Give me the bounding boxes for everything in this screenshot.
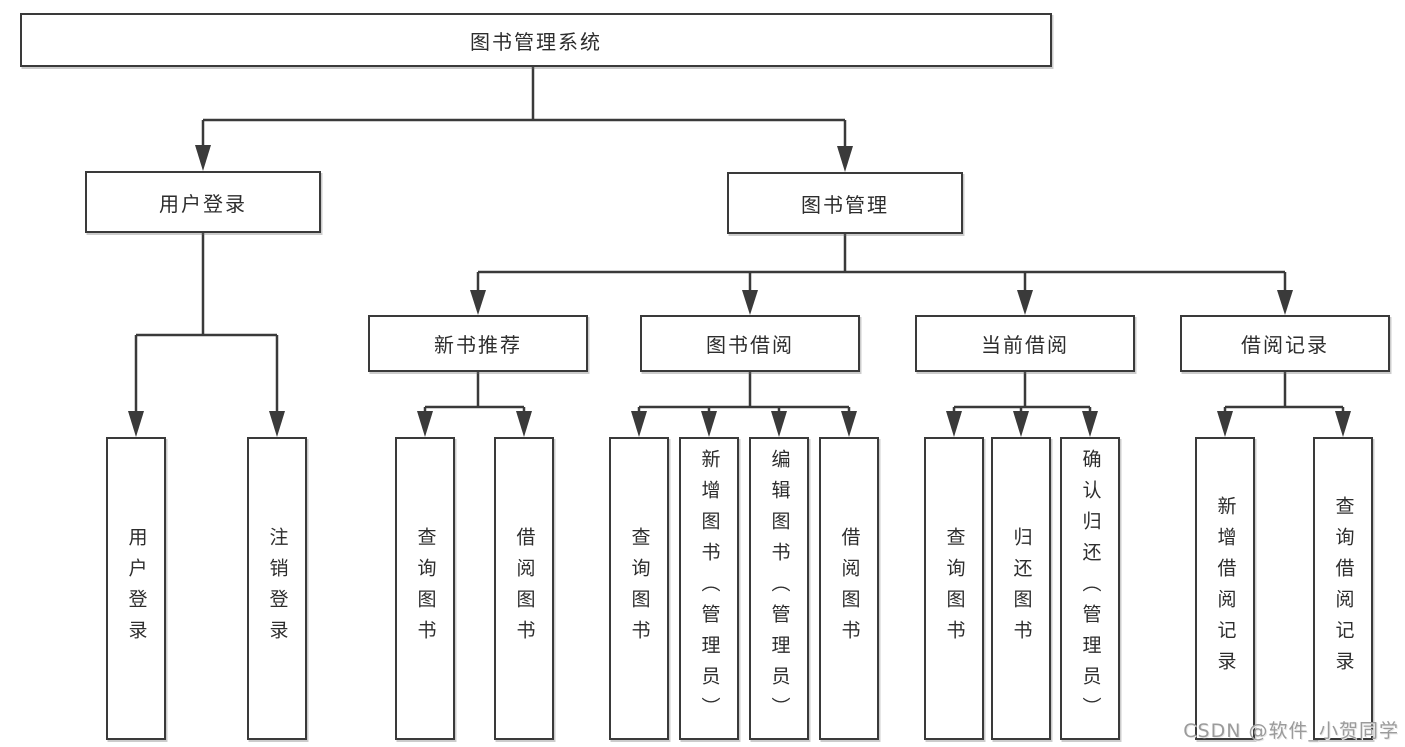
leaf-logout: 注销登录 (247, 437, 307, 740)
leaf-confirm-return-admin: 确认归还（管理员） (1060, 437, 1120, 740)
node-book-borrow: 图书借阅 (640, 315, 860, 372)
leaf-user-login: 用户登录 (106, 437, 166, 740)
node-current-borrow: 当前借阅 (915, 315, 1135, 372)
leaf-add-book-admin: 新增图书（管理员） (679, 437, 739, 740)
node-root-system: 图书管理系统 (20, 13, 1052, 67)
node-user-login: 用户登录 (85, 171, 321, 233)
leaf-borrow-book-2: 借阅图书 (819, 437, 879, 740)
leaf-query-book-1: 查询图书 (395, 437, 455, 740)
node-new-book-recommend: 新书推荐 (368, 315, 588, 372)
leaf-return-book: 归还图书 (991, 437, 1051, 740)
csdn-watermark: CSDN @软件_小贺同学 (1183, 720, 1399, 742)
leaf-add-borrow-record: 新增借阅记录 (1195, 437, 1255, 740)
leaf-query-book-2: 查询图书 (609, 437, 669, 740)
node-borrow-records: 借阅记录 (1180, 315, 1390, 372)
leaf-borrow-book-1: 借阅图书 (494, 437, 554, 740)
leaf-query-borrow-record: 查询借阅记录 (1313, 437, 1373, 740)
node-book-management: 图书管理 (727, 172, 963, 234)
leaf-query-book-3: 查询图书 (924, 437, 984, 740)
leaf-edit-book-admin: 编辑图书（管理员） (749, 437, 809, 740)
